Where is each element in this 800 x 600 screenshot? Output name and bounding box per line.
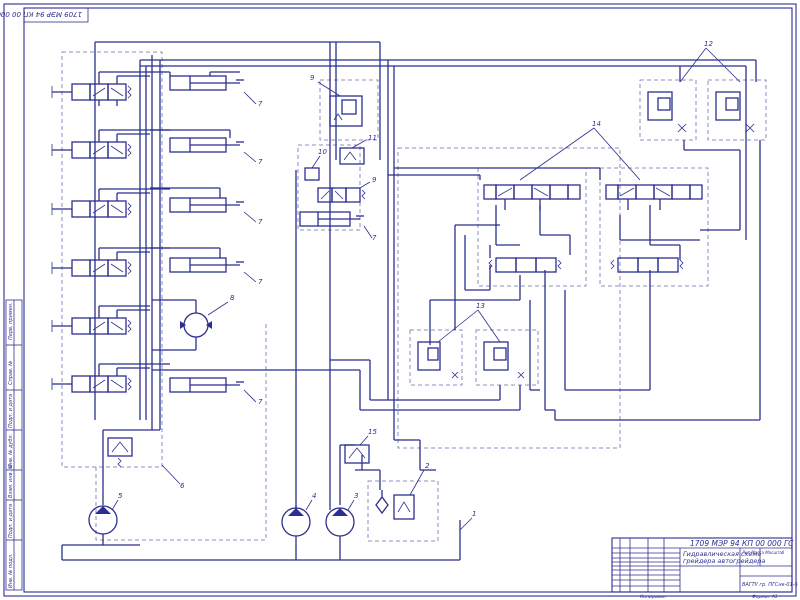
pump-4 <box>281 507 311 560</box>
valve-section-5 <box>51 305 150 335</box>
callout-2: 2 <box>425 462 430 470</box>
cylinder-1 <box>169 71 244 91</box>
valve-section-3 <box>51 188 170 218</box>
cylinder-5 <box>169 377 244 393</box>
hydraulic-cylinders <box>150 71 364 393</box>
valve-section-6 <box>51 363 170 393</box>
relief-valve-15 <box>344 444 370 464</box>
callout-15: 15 <box>368 428 377 436</box>
sheet-info: Лит Масса Масштаб <box>741 550 785 555</box>
relief-valves-13 <box>417 341 525 379</box>
bank-relief-valve <box>107 437 133 468</box>
right-valve-bank <box>483 184 703 273</box>
callout-9: 9 <box>310 74 315 82</box>
right-unit-b <box>605 184 703 273</box>
organization: ВАГТУ гр. ПГСнк-01-5 <box>742 582 798 588</box>
callout-9b: 9 <box>372 176 377 184</box>
cylinder-4 <box>150 247 244 273</box>
drawing-title-1: Гидравлическая схема <box>683 550 761 558</box>
callout-1: 1 <box>472 510 476 518</box>
valve-section-1 <box>51 71 170 106</box>
callout-8: 8 <box>230 294 235 302</box>
drawing-title-2: грейдера автогрейдера <box>683 557 765 565</box>
rotated-code-text: 1709 МЭР 94 КП 00 000 ГС <box>0 10 82 18</box>
hydraulic-lines <box>61 41 761 561</box>
filter-relief-2 <box>375 490 415 520</box>
relief-valves-12 <box>647 91 755 133</box>
cylinder-3 <box>150 187 244 213</box>
hydraulic-motor <box>152 299 212 351</box>
right-unit-a <box>483 184 581 273</box>
callout-7f: 7 <box>372 234 377 242</box>
callout-11: 11 <box>368 134 377 142</box>
side-label-1: Перв. примен. <box>8 302 14 340</box>
callout-3: 3 <box>354 492 358 500</box>
rotated-code-stamp: 1709 МЭР 94 КП 00 000 ГС <box>0 7 89 23</box>
callout-6: 6 <box>180 482 185 490</box>
callout-7b: 7 <box>258 158 263 166</box>
title-block: 1709 МЭР 94 КП 00 000 ГС Гидравлическая … <box>611 537 798 600</box>
callout-13: 13 <box>476 302 485 310</box>
callout-12: 12 <box>704 40 713 48</box>
side-label-5: Взам. инв. № <box>8 464 14 498</box>
side-margin-labels: Перв. примен. Справ. № Подп. и дата Инв.… <box>8 302 14 588</box>
cylinder-6 <box>299 211 364 227</box>
callout-10: 10 <box>318 148 327 156</box>
side-label-3: Подп. и дата <box>8 394 14 428</box>
dashed-group-boxes <box>61 51 767 542</box>
title-grid <box>612 538 680 592</box>
callout-numbers: 7 7 7 7 7 7 8 6 5 4 3 2 1 15 9 11 10 9 1… <box>118 40 713 518</box>
callout-7e: 7 <box>258 398 263 406</box>
side-label-2: Справ. № <box>8 361 14 385</box>
format-label: Формат А1 <box>752 594 778 600</box>
side-label-7: Инв. № подл. <box>8 554 14 589</box>
callout-14: 14 <box>592 120 601 128</box>
drawing-code: 1709 МЭР 94 КП 00 000 ГС <box>690 539 794 548</box>
copy-label: Копировал <box>640 594 666 600</box>
cylinder-2 <box>150 129 244 153</box>
pumps <box>62 505 355 560</box>
callout-7c: 7 <box>258 218 263 226</box>
callout-7d: 7 <box>258 278 263 286</box>
side-label-6: Подп. и дата <box>8 504 14 538</box>
leader-lines <box>111 47 741 531</box>
side-label-4: Инв. № дубл. <box>8 434 14 468</box>
callout-5: 5 <box>118 492 123 500</box>
callout-7a: 7 <box>258 100 263 108</box>
pump-3 <box>325 507 355 560</box>
drawing-frame <box>3 3 797 597</box>
pump-5 <box>62 505 140 546</box>
center-valves <box>304 95 366 203</box>
valve-bank <box>51 71 170 468</box>
callout-4: 4 <box>312 492 316 500</box>
